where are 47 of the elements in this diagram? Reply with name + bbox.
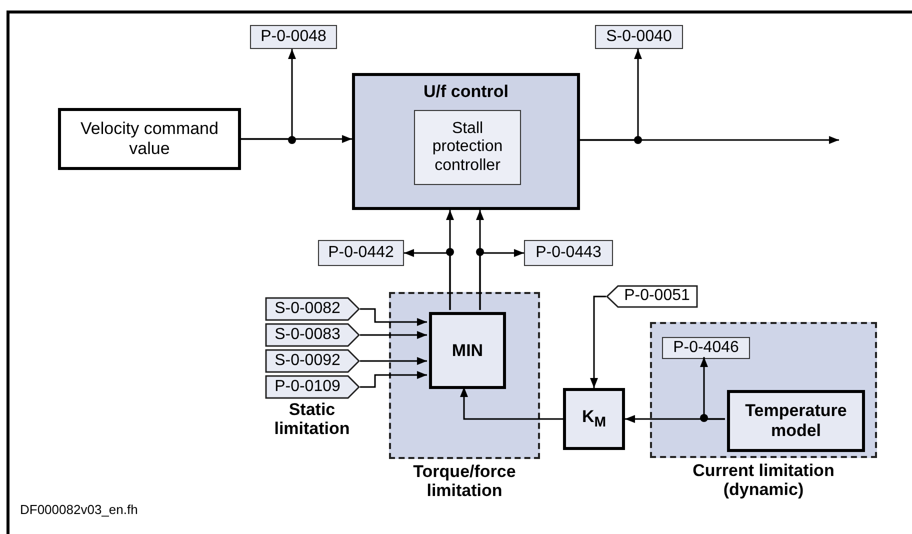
arrow (590, 296, 606, 388)
arrow (360, 357, 427, 365)
parameter-tag (606, 285, 698, 308)
box-text: Velocity command value (80, 119, 220, 159)
box-text: Stall protection controller (431, 120, 504, 176)
arrow (360, 371, 427, 388)
control-block (352, 73, 580, 210)
block-title: U/f control (424, 82, 508, 102)
box-text: S-0-0083 (274, 326, 340, 344)
parameter-box (318, 240, 404, 266)
parameter-tag (265, 375, 360, 399)
arrow (580, 136, 839, 144)
parameter-tag (265, 323, 360, 347)
arrow (700, 357, 725, 420)
arrow (360, 331, 427, 339)
arrow (479, 249, 524, 310)
input-box (58, 108, 241, 170)
box-text: P-0-4046 (673, 338, 739, 358)
box-text: P-0-0443 (536, 244, 602, 262)
arrow (360, 308, 427, 326)
parameter-tag (265, 297, 360, 321)
box-text: S-0-0082 (274, 300, 340, 318)
box-text: P-0-0051 (624, 287, 690, 306)
arrow (241, 49, 296, 140)
box-text: P-0-0109 (274, 378, 340, 396)
parameter-box (250, 25, 337, 49)
arrow (404, 249, 451, 310)
box-text: S-0-0040 (606, 28, 672, 46)
function-block (563, 388, 625, 450)
box-text: MIN (452, 340, 484, 360)
box-text: K$_{M}$ (582, 407, 606, 431)
group-heading: Current limitation (dynamic) (692, 462, 836, 500)
box-text: Temperature model (744, 401, 848, 441)
box-text: S-0-0092 (274, 352, 340, 370)
parameter-box (524, 240, 613, 266)
controller-box (414, 110, 521, 185)
parameter-tag (265, 349, 360, 373)
drawing-id: DF000082v03_en.fh (20, 503, 139, 518)
parameter-box (662, 337, 750, 359)
function-block (429, 312, 506, 389)
function-block (727, 390, 865, 452)
arrow (460, 387, 563, 420)
group-heading: Torque/force limitation (412, 463, 517, 500)
parameter-box (595, 25, 683, 49)
box-text: P-0-0442 (328, 244, 394, 262)
section-label: Static limitation (273, 401, 351, 438)
box-text: P-0-0048 (260, 28, 326, 46)
